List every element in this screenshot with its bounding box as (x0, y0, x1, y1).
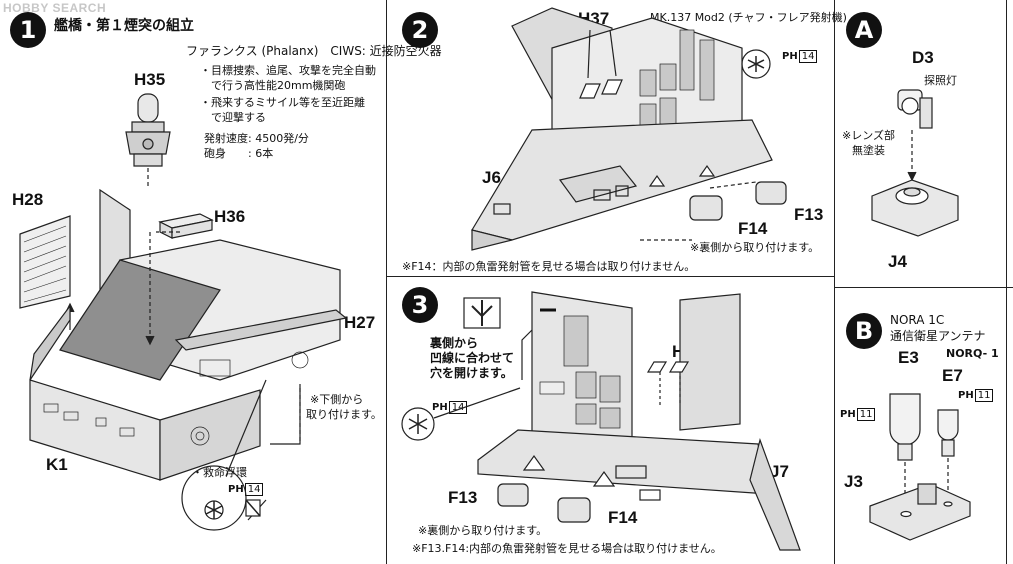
bridge-k1-drawing (29, 188, 348, 481)
panel-step1 (386, 0, 387, 564)
step-2-badge: 2 (402, 12, 438, 48)
drill-note-1: 裏側から (430, 336, 479, 350)
part-h36: H36 (214, 207, 246, 226)
lifebuoy-label: ・救命浮環 (192, 466, 247, 479)
ciws-title: ファランクス (Phalanx) CIWS: 近接防空火器 (186, 44, 442, 58)
panel-divider-right (834, 0, 835, 564)
part-j6: J6 (482, 168, 501, 187)
part-f14-step2: F14 (738, 219, 768, 238)
spec-barrel: 砲身 : 6本 (204, 147, 274, 160)
lens-note-2: 無塗装 (852, 144, 885, 157)
ciws-h35-drawing (125, 93, 171, 167)
part-k1: K1 (46, 455, 68, 474)
panel-divider-h (387, 276, 834, 277)
step-3-badge: 3 (402, 287, 438, 323)
step-b-badge: B (846, 313, 882, 349)
searchlight-label: 探照灯 (924, 74, 957, 87)
part-h35: H35 (134, 70, 166, 89)
ciws-desc-2: で行う高性能20mm機関砲 (200, 79, 346, 92)
drill-note-3: 穴を開けます。 (430, 366, 513, 380)
note-f13f14: ※F13.F14:内部の魚雷発射管を見せる場合は取り付けません。 (412, 542, 722, 555)
note-below-1: ※下側から (310, 393, 364, 406)
ciws-desc-3: ・飛来するミサイル等を至近距離 (200, 96, 365, 109)
searchlight-d3-drawing (897, 89, 933, 182)
part-h28: H28 (12, 190, 44, 209)
step-a-badge: A (846, 12, 882, 48)
norq-label: NORQ- 1 (946, 347, 999, 360)
part-h27: H27 (344, 313, 376, 332)
part-j3: J3 (844, 472, 863, 491)
ciws-desc-4: で迎撃する (200, 111, 266, 124)
note-back-step3: ※裏側から取り付けます。 (418, 524, 548, 537)
h28-grille-drawing (19, 215, 71, 309)
nora-title: NORA 1C (890, 313, 945, 327)
part-f13-step3: F13 (448, 488, 478, 507)
panel-divider-ab (835, 287, 1013, 288)
nora-sub: 通信衛星アンテナ (890, 329, 986, 343)
part-e3: E3 (898, 348, 919, 367)
part-f13-step2: F13 (794, 205, 824, 224)
note-below-2: 取り付けます。 (306, 408, 382, 421)
part-f14-step3: F14 (608, 508, 638, 527)
part-d3: D3 (912, 48, 934, 67)
part-j4: J4 (888, 252, 907, 271)
antenna-drawing (869, 393, 971, 541)
panel-right-edge (1006, 0, 1007, 564)
step2-drawing (471, 7, 787, 251)
part-j7: J7 (770, 462, 789, 481)
note-f14: ※F14：内部の魚雷発射管を見せる場合は取り付けません。 (402, 260, 696, 273)
step-1-title: 艦橋・第１煙突の組立 (54, 18, 194, 34)
spec-rate: 発射速度: 4500発/分 (204, 132, 309, 145)
note-back-step2: ※裏側から取り付けます。 (690, 241, 820, 254)
watermark: HOBBY SEARCH (3, 1, 107, 15)
lens-note-1: ※レンズ部 (842, 129, 895, 142)
mk137-title: MK.137 Mod2 (チャフ・フレア発射機) (650, 11, 847, 24)
ciws-desc-1: ・目標捜索、追尾、攻撃を完全自動 (200, 64, 376, 77)
base-j4-drawing (871, 179, 959, 237)
drill-note-2: 凹線に合わせて (430, 351, 515, 365)
step-1-badge: 1 (10, 12, 46, 48)
part-e7: E7 (942, 366, 963, 385)
step3-drawing (477, 291, 801, 551)
